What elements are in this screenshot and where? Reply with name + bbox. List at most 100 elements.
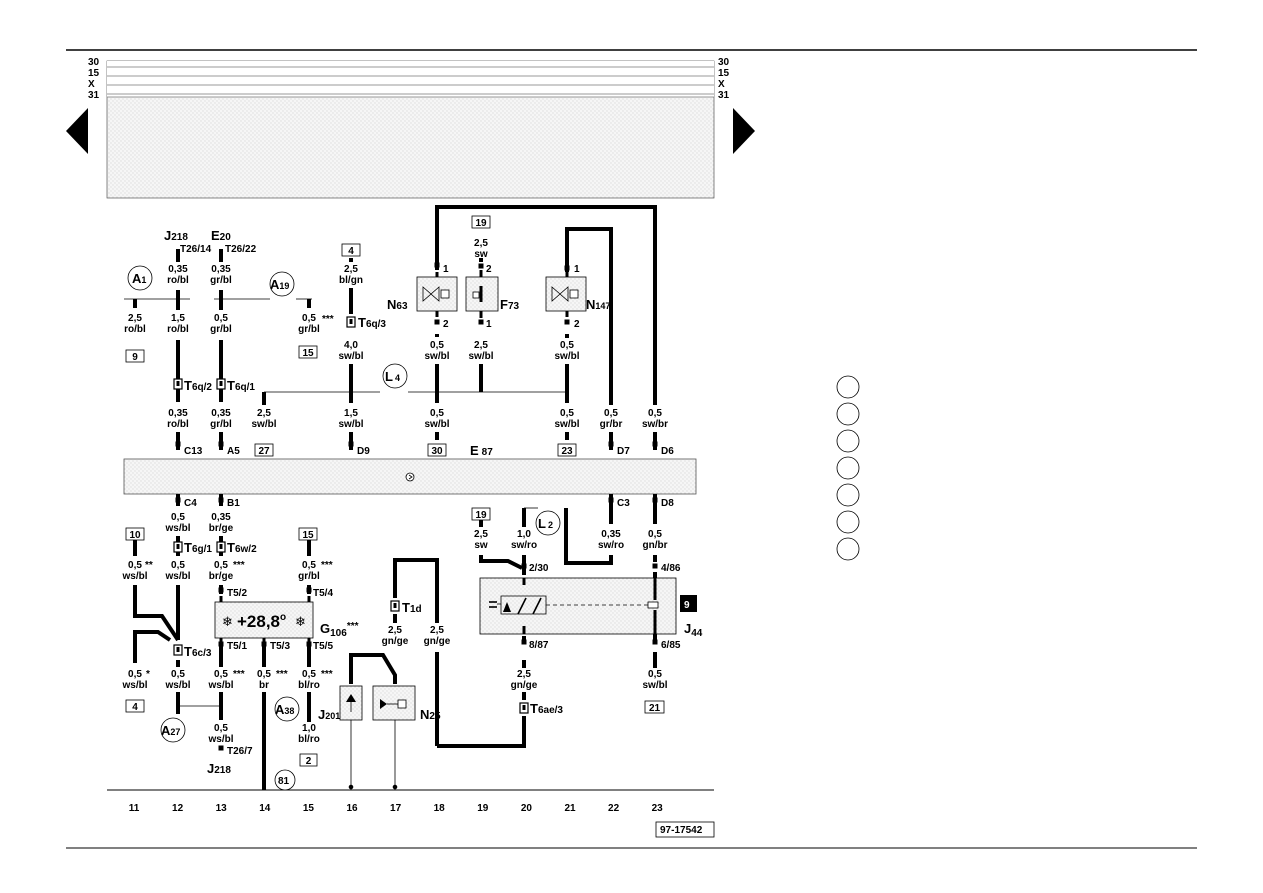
component-e20-label: E20 bbox=[211, 228, 231, 243]
pin-tab-icon bbox=[218, 745, 224, 751]
note-mark-d13-low: *** bbox=[233, 669, 245, 680]
ref-box-number-b19b: 19 bbox=[475, 510, 487, 521]
connector-t6q1: T6q/1 bbox=[227, 378, 255, 393]
bus-label-15-left: 15 bbox=[88, 68, 100, 79]
plug-pin-icon bbox=[176, 381, 180, 386]
plug-pin-icon bbox=[176, 544, 180, 549]
pin-j44-6-85: 6/85 bbox=[661, 640, 681, 651]
ref-box-b9 bbox=[125, 349, 145, 363]
lower-wires bbox=[107, 494, 714, 791]
pin-tab-icon bbox=[218, 587, 224, 593]
pin-n147-2: 2 bbox=[574, 319, 580, 330]
terminal-d7: D7 bbox=[617, 446, 630, 457]
terminal-a5: A5 bbox=[227, 446, 240, 457]
pin-tab-icon bbox=[652, 497, 658, 503]
note-mark-d13: *** bbox=[233, 560, 245, 571]
pin-tab-icon bbox=[521, 639, 527, 645]
pin-tab-icon bbox=[652, 563, 658, 569]
note-mark-d11-low: * bbox=[146, 669, 150, 680]
connector-t6c3: T6c/3 bbox=[184, 644, 212, 659]
connector-t6g1: T6g/1 bbox=[184, 540, 212, 555]
pin-tab-icon bbox=[175, 497, 181, 503]
bus-label-31-right: 31 bbox=[718, 90, 730, 101]
component-g106-label: G106*** bbox=[320, 621, 359, 639]
plug-pin-icon bbox=[349, 319, 353, 324]
ref-box-number-b10: 10 bbox=[129, 530, 141, 541]
pin-tab-icon bbox=[218, 441, 224, 447]
bus-label-x-left: X bbox=[88, 79, 95, 90]
pin-tab-icon bbox=[478, 319, 484, 325]
bus-label-x-right: X bbox=[718, 79, 725, 90]
connector-t6q3: T6q/3 bbox=[358, 315, 386, 330]
note-mark-d15-low: *** bbox=[321, 669, 333, 680]
pin-tab-icon bbox=[261, 641, 267, 647]
display-readout: +28,8o bbox=[237, 612, 286, 631]
pin-tab-icon bbox=[521, 563, 527, 569]
pin-tab-icon bbox=[434, 262, 440, 268]
snowflake-icon-left: ❄ bbox=[222, 614, 233, 629]
note-mark-d15: *** bbox=[321, 560, 333, 571]
pin-n63-1: 1 bbox=[443, 264, 449, 275]
ref-box-number-b4: 4 bbox=[348, 246, 354, 257]
plug-pin-icon bbox=[219, 381, 223, 386]
ref-box-b15a bbox=[298, 345, 318, 359]
ref-box-number-b21: 21 bbox=[649, 703, 661, 714]
pin-tab-icon bbox=[306, 587, 312, 593]
column-number: 17 bbox=[390, 803, 402, 814]
pin-n63-2: 2 bbox=[443, 319, 449, 330]
connector-t5-2: T5/2 bbox=[227, 588, 247, 599]
bus-label-31-left: 31 bbox=[88, 90, 100, 101]
column-number: 22 bbox=[608, 803, 620, 814]
ref-box-b27 bbox=[254, 443, 274, 457]
next-page-arrow-icon[interactable] bbox=[733, 108, 755, 154]
pin-tab-icon bbox=[564, 265, 570, 271]
ref-box-b4b bbox=[125, 699, 145, 713]
drawing-number: 97-17542 bbox=[660, 825, 703, 836]
ref-box-b19b bbox=[471, 507, 491, 521]
connector-t1d: T1d bbox=[402, 600, 422, 615]
drawing-number-box bbox=[655, 821, 715, 838]
ref-box-b10 bbox=[125, 527, 145, 541]
previous-page-arrow-icon[interactable] bbox=[66, 108, 88, 154]
pin-tab-icon bbox=[348, 441, 354, 447]
pin-tab-icon bbox=[608, 497, 614, 503]
connector-t26-14: T26/14 bbox=[180, 244, 212, 255]
circle-a19: A19 bbox=[270, 277, 289, 292]
connector-t6w2: T6w/2 bbox=[227, 540, 257, 555]
bus-label-15-right: 15 bbox=[718, 68, 730, 79]
ref-box-b30 bbox=[427, 443, 447, 457]
ref-box-number-b2: 2 bbox=[306, 756, 312, 767]
pin-tab-icon bbox=[652, 639, 658, 645]
pin-tab-icon bbox=[608, 441, 614, 447]
column-number: 19 bbox=[477, 803, 489, 814]
component-n147-label: N147 bbox=[586, 297, 610, 312]
control-unit-e87-band bbox=[123, 458, 697, 495]
pin-f73-1: 1 bbox=[486, 319, 492, 330]
column-number: 11 bbox=[129, 803, 140, 814]
reference-circles bbox=[127, 265, 860, 791]
connector-t5-3: T5/3 bbox=[270, 641, 290, 652]
ref-box-b2 bbox=[299, 753, 318, 767]
bus-panel: 30 15 X 31 30 15 X 31 bbox=[88, 57, 730, 199]
component-n63-label: N63 bbox=[387, 297, 408, 312]
